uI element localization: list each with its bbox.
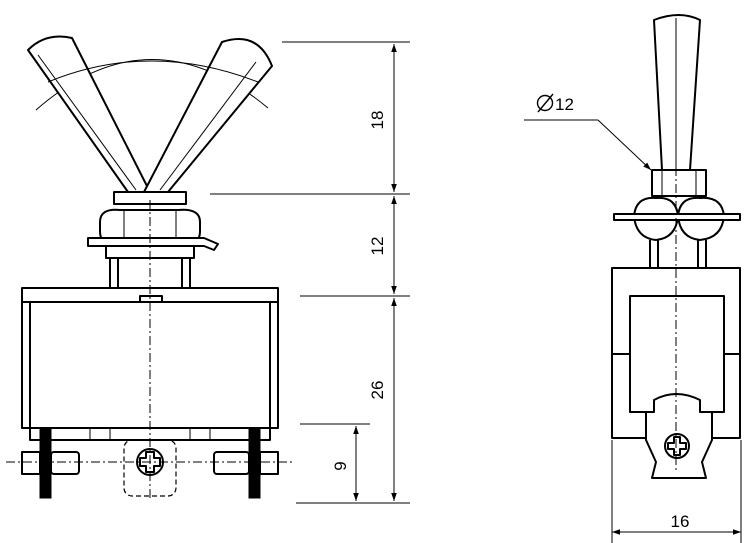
lever-right-position xyxy=(143,38,273,193)
side-washer xyxy=(613,213,741,221)
front-view xyxy=(6,35,292,500)
diameter-callout: 12 xyxy=(524,93,652,171)
diameter-symbol-icon xyxy=(536,94,554,112)
dim-body-width: 16 xyxy=(671,512,690,531)
dim-body-height: 26 xyxy=(368,381,387,400)
side-bushing xyxy=(651,169,707,197)
lever-left-position xyxy=(27,35,151,193)
dim-bushing-length: 12 xyxy=(368,237,387,256)
side-terminal-screw xyxy=(664,433,690,459)
dim-terminal-height: 9 xyxy=(331,461,350,470)
dim-thread-diameter: 12 xyxy=(555,95,574,114)
side-view xyxy=(611,14,742,543)
extension-lines xyxy=(210,41,410,504)
side-lever xyxy=(653,14,701,171)
dimension-lines xyxy=(353,44,741,535)
side-phillips-slot-icon xyxy=(667,436,687,456)
terminal-right xyxy=(248,427,261,499)
dim-lever-travel: 18 xyxy=(368,111,387,130)
terminal-left xyxy=(39,427,52,499)
lock-washer xyxy=(87,237,219,251)
